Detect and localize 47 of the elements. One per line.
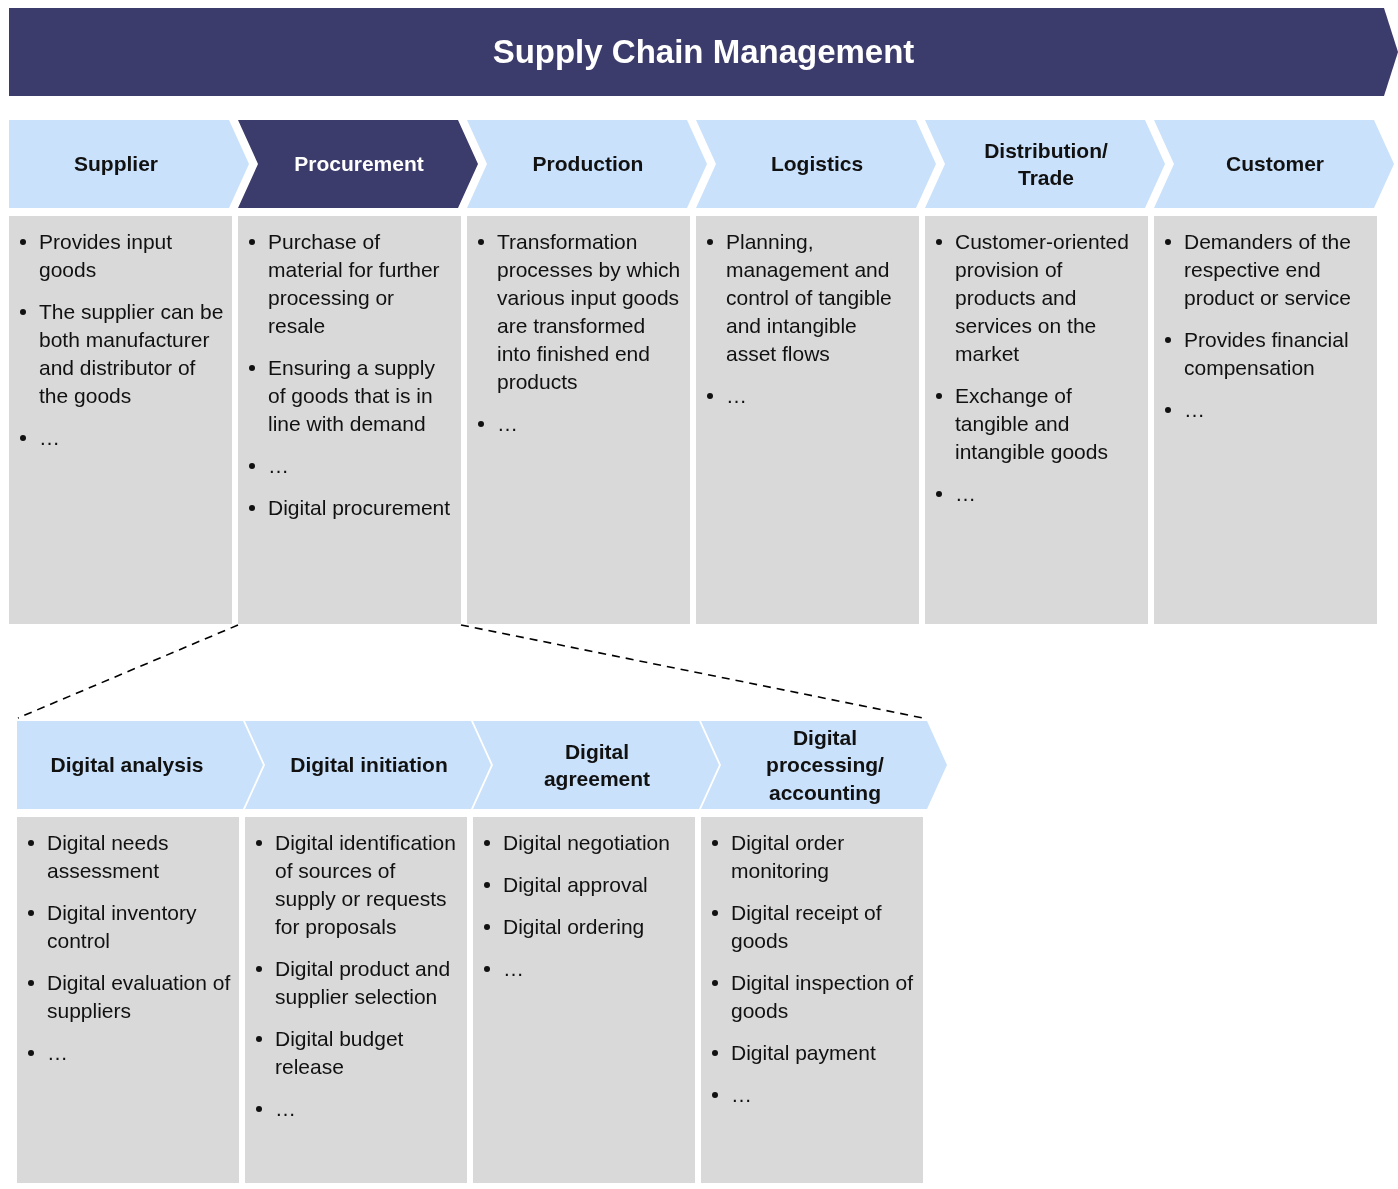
bullet-text: …	[503, 956, 525, 982]
bullet-text: Exchange of tangible and intangible goods	[955, 383, 1109, 465]
chevron-header: Digital processing/ accounting	[701, 721, 947, 809]
chevron-header: Distribution/ Trade	[925, 120, 1165, 208]
bullet-text: …	[275, 1096, 297, 1122]
bullet-text: Digital needs assessment	[47, 830, 170, 884]
chevron-header: Digital analysis	[17, 721, 263, 809]
bullet-text: …	[39, 425, 61, 451]
bullet-text: Digital payment	[731, 1040, 877, 1066]
chevron-header: Production	[467, 120, 707, 208]
bullet-text: Digital receipt of goods	[731, 900, 883, 954]
bullet-text: Digital procurement	[268, 495, 452, 521]
bullet-text: Digital budget release	[275, 1026, 405, 1080]
bullet-text: Planning, management and control of tangible and intangible asset flows	[726, 229, 893, 367]
bullet-text: The supplier can be both manufacturer and distributor of the goods	[39, 299, 224, 409]
chevron-header: Supplier	[9, 120, 249, 208]
bullet-text: Digital negotiation	[503, 830, 671, 856]
bullet-text: Ensuring a supply of goods that is in line with demand	[268, 355, 436, 437]
bullet-text: Purchase of material for further processing or resale	[268, 229, 441, 339]
bullet-text: Digital inspection of goods	[731, 970, 915, 1024]
bullet-text: Digital approval	[503, 872, 649, 898]
bullet-text: Customer-oriented provision of products and services on the market	[955, 229, 1130, 367]
bullet-text: Digital evaluation of suppliers	[47, 970, 231, 1024]
chevron-header: Digital agreement	[473, 721, 719, 809]
chevron-header: Procurement	[238, 120, 478, 208]
bullet-text: Digital product and supplier selection	[275, 956, 452, 1010]
dashed-connector	[460, 624, 924, 719]
bullet-text: …	[1184, 397, 1206, 423]
title-banner: Supply Chain Management	[9, 8, 1398, 96]
chevron-header: Logistics	[696, 120, 936, 208]
bullet-text: …	[268, 453, 290, 479]
bullet-text: Digital order monitoring	[731, 830, 846, 884]
chevron-header: Customer	[1154, 120, 1394, 208]
bullet-text: …	[497, 411, 519, 437]
bullet-text: Provides financial compensation	[1184, 327, 1350, 381]
bullet-text: Digital identification of sources of supply or requests for proposals	[275, 830, 457, 940]
bullet-text: …	[955, 481, 977, 507]
bullet-text: Provides input goods	[39, 229, 174, 283]
bullet-text: Demanders of the respective end product or service	[1184, 229, 1352, 311]
bullet-text: Digital ordering	[503, 914, 646, 940]
bullet-text: …	[731, 1082, 753, 1108]
bullet-text: Digital inventory control	[47, 900, 198, 954]
bullet-text: …	[726, 383, 748, 409]
bullet-text: …	[47, 1040, 69, 1066]
dashed-connector	[17, 624, 239, 719]
chevron-header: Digital initiation	[245, 721, 491, 809]
bullet-text: Transformation processes by which various input goods are transformed into finished end products	[497, 229, 682, 395]
